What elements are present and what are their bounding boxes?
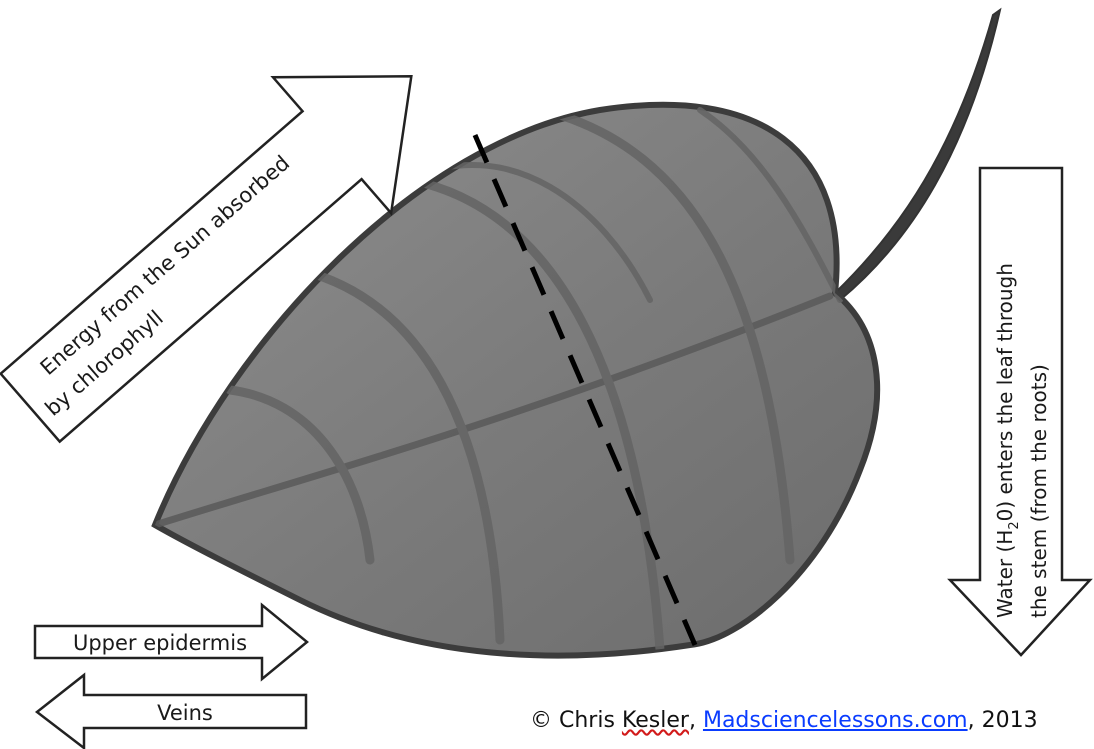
upper-epidermis-label: Upper epidermis — [73, 631, 247, 655]
veins-label: Veins — [157, 701, 213, 725]
veins-arrow: Veins — [37, 675, 306, 748]
water-label-line2: the stem (from the roots) — [1027, 364, 1051, 618]
footer-separator: , — [689, 708, 696, 733]
site-link[interactable]: Madsciencelessons.com — [703, 708, 968, 733]
author-last-name: Kesler — [622, 708, 689, 733]
footer-year: , 2013 — [968, 708, 1038, 733]
copyright-footer: © Chris Kesler, Madsciencelessons.com, 2… — [530, 708, 1038, 733]
water-arrow: Water (H20) enters the leaf through the … — [950, 168, 1090, 655]
author-first-name: Chris — [559, 708, 615, 733]
upper-epidermis-arrow: Upper epidermis — [35, 605, 307, 679]
copyright-symbol: © — [530, 708, 552, 733]
leaf-stem — [835, 10, 1000, 300]
